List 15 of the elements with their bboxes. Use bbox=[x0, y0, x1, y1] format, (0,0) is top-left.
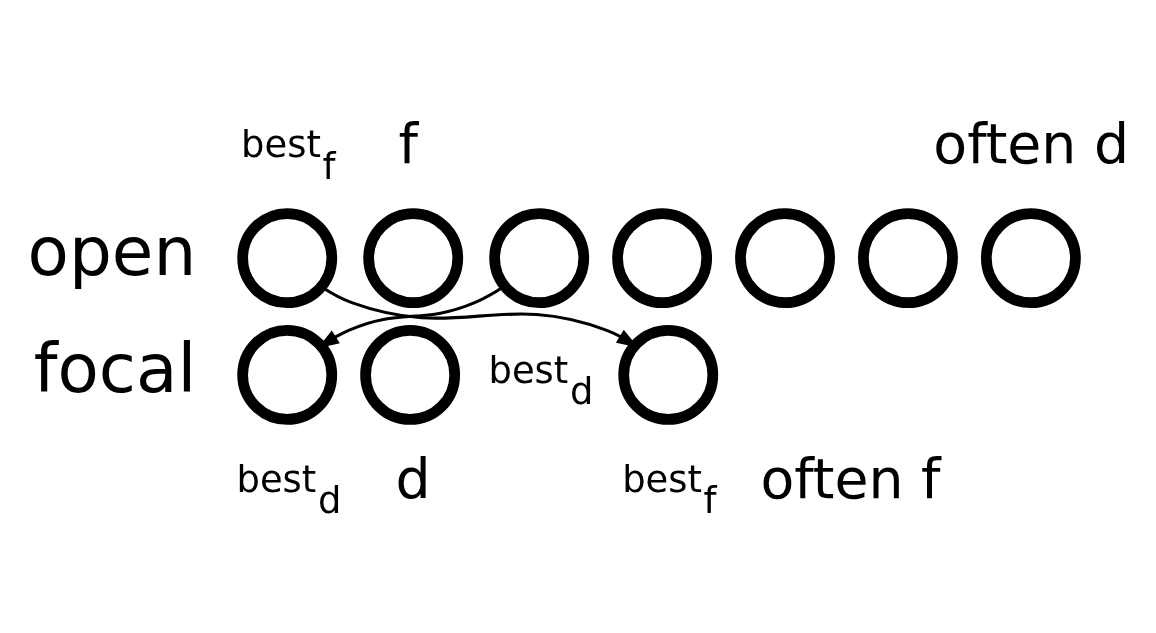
node-circle bbox=[363, 208, 464, 309]
label: open bbox=[27, 212, 197, 292]
node-circle bbox=[237, 208, 338, 309]
node-circle bbox=[980, 208, 1081, 309]
node-circle bbox=[618, 324, 719, 425]
label: d bbox=[395, 446, 431, 511]
label: focal bbox=[33, 329, 197, 409]
node-circle bbox=[858, 208, 958, 309]
node-circle bbox=[489, 208, 590, 309]
node-circle bbox=[735, 208, 835, 309]
label: f bbox=[398, 111, 419, 176]
label: often f bbox=[760, 446, 941, 511]
node-circle bbox=[612, 208, 713, 309]
label: often d bbox=[933, 111, 1130, 176]
node-circle bbox=[360, 324, 461, 425]
